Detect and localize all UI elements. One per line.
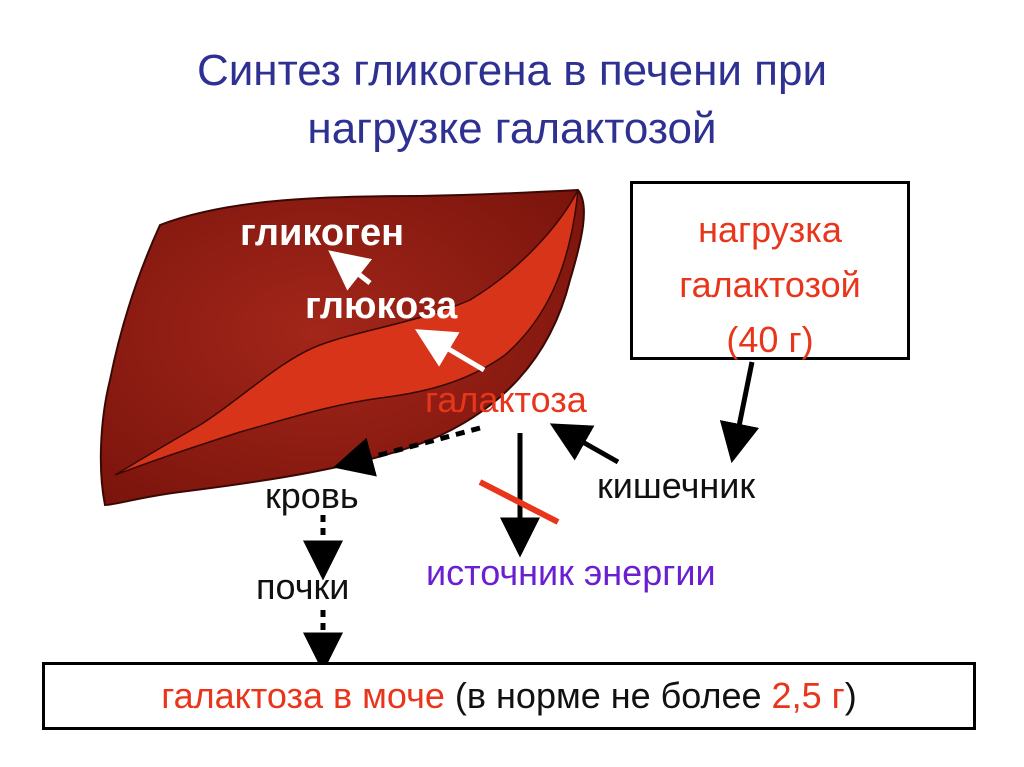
label-glucose: глюкоза (305, 286, 457, 326)
load-box-line-1: нагрузка (633, 202, 907, 257)
urine-norm-text: (в норме не более (445, 675, 772, 716)
urine-norm-value: 2,5 г (772, 675, 845, 716)
label-blood: кровь (265, 476, 359, 516)
arrow-load-to-intestine (735, 362, 752, 446)
urine-label: галактоза в моче (161, 675, 445, 716)
label-intestine: кишечник (597, 466, 755, 506)
label-energy-source: источник энергии (426, 553, 716, 593)
label-kidneys: почки (256, 567, 349, 607)
urine-galactose-box: галактоза в моче (в норме не более 2,5 г… (42, 662, 976, 730)
arrow-intestine-to-galactose (565, 432, 618, 462)
galactose-load-box: нагрузка галактозой (40 г) (630, 181, 910, 360)
urine-norm-close: ) (845, 675, 857, 716)
load-box-line-3: (40 г) (633, 312, 907, 367)
label-galactose: галактоза (425, 380, 587, 420)
load-box-line-2: галактозой (633, 257, 907, 312)
label-glycogen: гликоген (240, 213, 404, 253)
